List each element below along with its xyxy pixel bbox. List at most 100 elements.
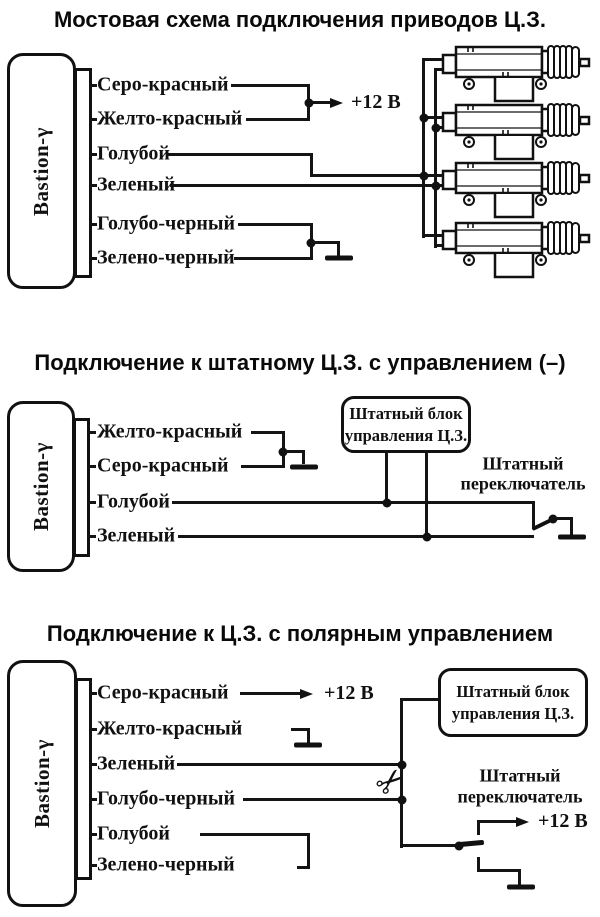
device-label: Bastion-γ bbox=[28, 441, 53, 532]
connector-bar bbox=[73, 418, 90, 557]
wire-segment bbox=[231, 84, 309, 87]
switch-label-line1: Штатный bbox=[482, 453, 564, 474]
power-label: +12 В bbox=[324, 682, 374, 705]
wire-segment bbox=[518, 869, 521, 885]
section-title: Подключение к Ц.З. с полярным управление… bbox=[46, 621, 554, 646]
ground-icon bbox=[558, 534, 586, 540]
wire-segment bbox=[307, 728, 310, 743]
wire-segment bbox=[291, 728, 310, 731]
switch-lever bbox=[457, 839, 485, 848]
wire-segment bbox=[422, 58, 425, 238]
actuator-icon bbox=[441, 158, 591, 220]
control-unit-line2: управления Ц.З. bbox=[451, 703, 575, 723]
junction-dot bbox=[419, 113, 429, 123]
wire-segment bbox=[251, 431, 285, 434]
wire-segment bbox=[89, 763, 97, 766]
wire-label: Голубо-черный bbox=[97, 212, 235, 235]
wire-segment bbox=[87, 431, 96, 434]
section-title: Подключение к штатному Ц.З. с управление… bbox=[34, 350, 566, 375]
wire-segment bbox=[477, 820, 480, 835]
wire-segment bbox=[302, 450, 305, 464]
wire-segment bbox=[337, 241, 340, 256]
ground-icon bbox=[325, 255, 353, 261]
wire-segment bbox=[167, 153, 313, 156]
wire-label: Зелено-черный bbox=[97, 246, 235, 269]
switch-label-line2: переключатель bbox=[460, 473, 586, 494]
wire-segment bbox=[310, 153, 313, 177]
wire-segment bbox=[400, 698, 403, 848]
section-title: Мостовая схема подключения приводов Ц.З. bbox=[53, 7, 547, 32]
bastion-box: Bastion-γ bbox=[7, 660, 77, 907]
wire-segment bbox=[434, 68, 444, 71]
wire-label: Зелено-черный bbox=[97, 853, 235, 876]
wire-segment bbox=[477, 869, 521, 872]
wire-label: Голубой bbox=[97, 490, 170, 513]
wire-segment bbox=[246, 118, 309, 121]
power-label: +12 В bbox=[351, 91, 401, 114]
actuator-icon bbox=[441, 42, 591, 104]
wire-label: Серо-красный bbox=[97, 681, 229, 704]
wire-segment bbox=[434, 68, 437, 248]
wire-segment bbox=[89, 257, 97, 260]
wire-segment bbox=[477, 820, 516, 823]
wire-segment bbox=[172, 501, 535, 504]
wire-segment bbox=[243, 798, 403, 801]
wire-segment bbox=[297, 866, 310, 869]
wire-segment bbox=[87, 535, 96, 538]
wire-segment bbox=[310, 174, 444, 177]
switch-label-line2: переключатель bbox=[457, 786, 583, 807]
wire-segment bbox=[400, 698, 439, 701]
wire-segment bbox=[200, 833, 310, 836]
wire-segment bbox=[238, 223, 313, 226]
wire-segment bbox=[309, 101, 331, 104]
bastion-box: Bastion-γ bbox=[7, 401, 75, 572]
connector-bar bbox=[74, 68, 92, 278]
junction-dot bbox=[422, 532, 432, 542]
device-label: Bastion-γ bbox=[29, 126, 54, 216]
wire-segment bbox=[89, 833, 97, 836]
wire-segment bbox=[89, 153, 97, 156]
wire-label: Зеленый bbox=[97, 752, 176, 775]
wire-segment bbox=[177, 763, 403, 766]
wire-label: Серо-красный bbox=[97, 73, 229, 96]
control-unit-box: Штатный блок управления Ц.З. bbox=[438, 668, 588, 737]
control-unit-line1: Штатный блок bbox=[456, 682, 570, 702]
wire-segment bbox=[89, 798, 97, 801]
arrow-icon bbox=[516, 817, 529, 827]
wire-label: Зеленый bbox=[97, 173, 176, 196]
wire-label: Желто-красный bbox=[97, 420, 243, 443]
switch-label-line1: Штатный bbox=[479, 765, 561, 786]
wire-segment bbox=[422, 58, 444, 61]
wire-segment bbox=[234, 257, 313, 260]
power-label: +12 В bbox=[538, 810, 588, 833]
wire-segment bbox=[307, 833, 310, 869]
junction-dot bbox=[431, 123, 441, 133]
wire-label: Серо-красный bbox=[97, 454, 229, 477]
connector-bar bbox=[75, 678, 92, 880]
wire-segment bbox=[89, 223, 97, 226]
wire-segment bbox=[434, 244, 444, 247]
wire-segment bbox=[311, 241, 339, 244]
ground-icon bbox=[290, 464, 318, 470]
wire-segment bbox=[241, 465, 285, 468]
ground-icon bbox=[507, 884, 535, 890]
junction-dot bbox=[397, 795, 407, 805]
wire-segment bbox=[532, 501, 535, 529]
wire-segment bbox=[170, 184, 444, 187]
wire-segment bbox=[178, 535, 534, 538]
arrow-icon bbox=[300, 689, 313, 699]
actuator-icon bbox=[441, 100, 591, 162]
device-label: Bastion-γ bbox=[29, 738, 54, 829]
wire-segment bbox=[422, 234, 444, 237]
wire-segment bbox=[87, 465, 96, 468]
wire-segment bbox=[89, 864, 97, 867]
arrow-icon bbox=[330, 98, 343, 108]
control-unit-line1: Штатный блок bbox=[349, 404, 463, 424]
control-unit-line2: управления Ц.З. bbox=[344, 425, 468, 445]
wire-segment bbox=[87, 501, 96, 504]
wire-label: Голубо-черный bbox=[97, 787, 235, 810]
wire-segment bbox=[385, 450, 388, 503]
wire-label: Голубой bbox=[97, 822, 170, 845]
wire-segment bbox=[89, 184, 97, 187]
junction-dot bbox=[431, 181, 441, 191]
